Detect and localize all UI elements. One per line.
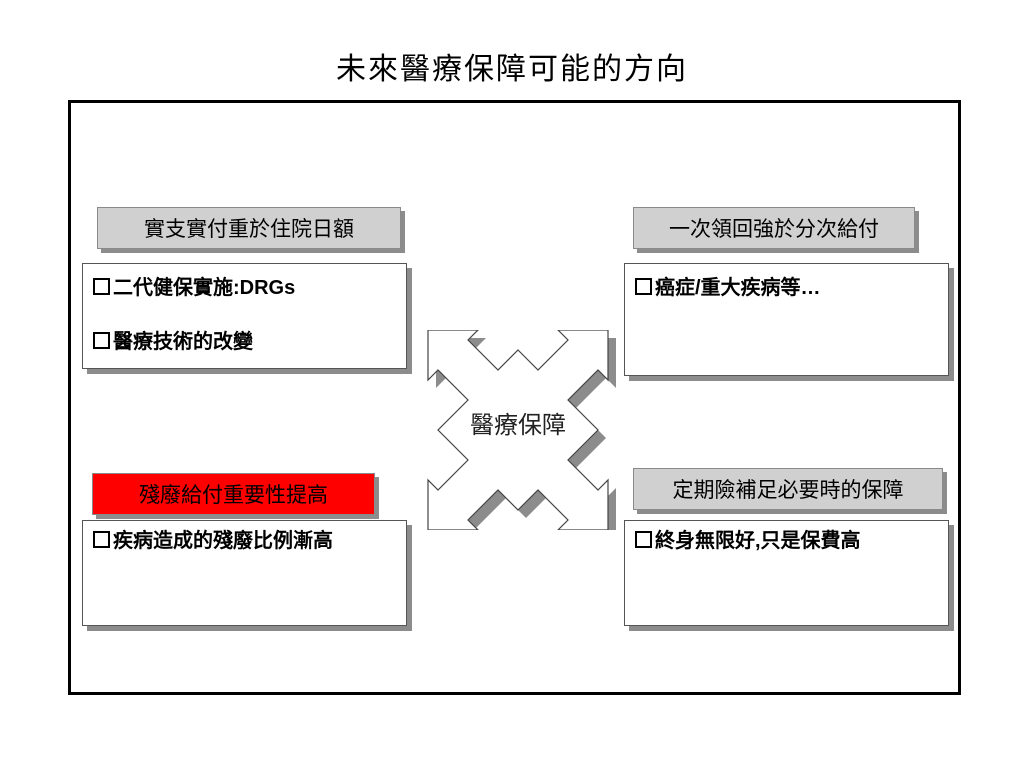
checkbox-icon	[635, 531, 652, 548]
label-top-right: 一次領回強於分次給付	[633, 207, 915, 249]
checkbox-icon	[635, 278, 652, 295]
box-top-left: 二代健保實施:DRGs 醫療技術的改變	[82, 263, 407, 369]
box-bottom-left: 疾病造成的殘廢比例漸高	[82, 520, 407, 626]
list-item: 疾病造成的殘廢比例漸高	[93, 529, 396, 553]
label-bottom-right: 定期險補足必要時的保障	[633, 468, 943, 510]
checkbox-icon	[93, 332, 110, 349]
box-top-right: 癌症/重大疾病等…	[624, 263, 949, 376]
label-bottom-left: 殘廢給付重要性提高	[92, 473, 375, 515]
box-bottom-right: 終身無限好,只是保費高	[624, 520, 949, 626]
list-item: 二代健保實施:DRGs	[93, 276, 396, 300]
list-item: 癌症/重大疾病等…	[635, 276, 938, 300]
list-item: 醫療技術的改變	[93, 330, 396, 354]
checkbox-icon	[93, 278, 110, 295]
list-item: 終身無限好,只是保費高	[635, 529, 938, 553]
checkbox-icon	[93, 531, 110, 548]
diagram-frame	[68, 100, 961, 695]
four-way-arrow-icon	[427, 330, 616, 530]
center-label: 醫療保障	[470, 411, 566, 439]
label-top-left: 實支實付重於住院日額	[97, 207, 401, 249]
page-title: 未來醫療保障可能的方向	[336, 52, 688, 87]
